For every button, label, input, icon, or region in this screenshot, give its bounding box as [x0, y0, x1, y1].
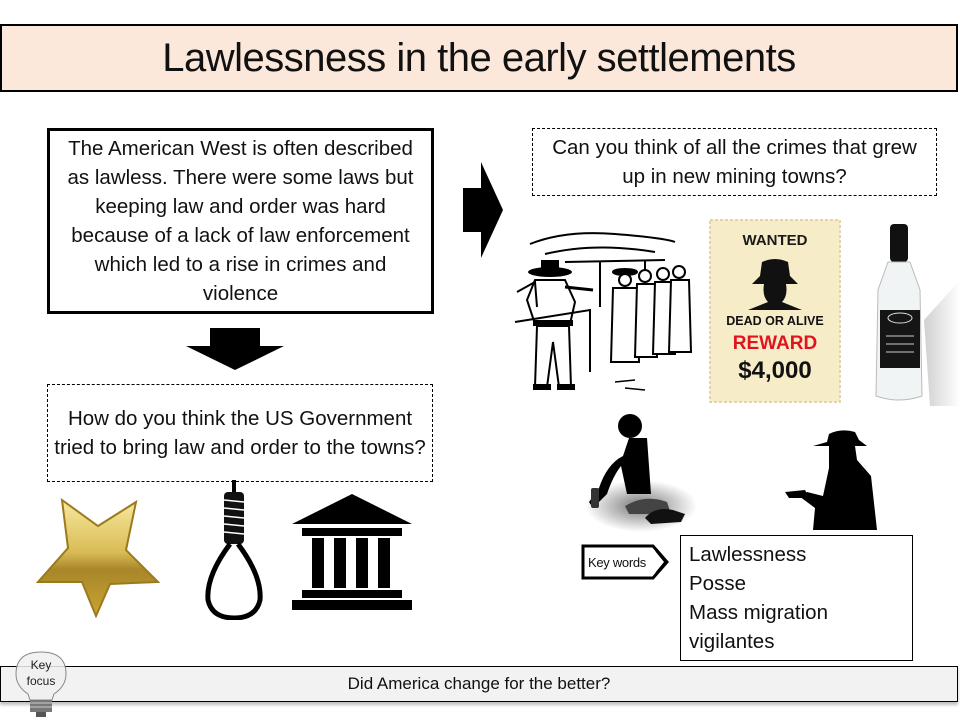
keyword-item: Posse [689, 572, 746, 595]
intro-text: The American West is often described as … [67, 137, 414, 305]
courthouse-icon [292, 494, 412, 610]
key-focus-bar: Did America change for the better? [0, 666, 958, 702]
government-question-text: How do you think the US Government tried… [54, 407, 426, 459]
down-arrow-icon [186, 328, 284, 370]
key-focus-question: Did America change for the better? [347, 674, 611, 693]
keywords-list: Lawlessness Posse Mass migration vigilan… [680, 535, 913, 661]
sheriff-star-icon [36, 497, 161, 618]
key-focus-bulb: Key focus [8, 650, 74, 718]
keywords-tag-shape-icon [581, 544, 669, 580]
whiskey-bottle-image [875, 224, 960, 406]
title-banner: Lawlessness in the early settlements [0, 24, 958, 92]
bulb-label-focus: focus [26, 674, 56, 688]
saloon-sketch-image [514, 232, 693, 391]
noose-icon [205, 480, 263, 620]
intro-text-box: The American West is often described as … [47, 128, 434, 314]
right-arrow-icon [463, 162, 503, 258]
crimes-question-box: Can you think of all the crimes that gre… [532, 128, 937, 196]
crimes-question-text: Can you think of all the crimes that gre… [552, 136, 917, 188]
keyword-item: Mass migration [689, 601, 828, 624]
slide-title: Lawlessness in the early settlements [162, 35, 796, 80]
keyword-item: Lawlessness [689, 543, 807, 566]
keyword-item: vigilantes [689, 630, 775, 653]
keywords-tag-label: Key words [588, 554, 646, 570]
poster-reward-label: REWARD [733, 333, 817, 354]
poster-subheading: DEAD OR ALIVE [726, 314, 823, 328]
keywords-tag: Key words [581, 543, 671, 581]
lightbulb-icon [15, 651, 67, 717]
sitting-figure-image [585, 414, 697, 532]
wanted-poster-image: WANTED DEAD OR ALIVE REWARD $4,000 [709, 219, 841, 403]
gunman-image [785, 430, 877, 530]
bulb-label-key: Key [30, 658, 52, 672]
poster-heading: WANTED [743, 232, 808, 249]
poster-reward-amount: $4,000 [738, 357, 811, 384]
government-question-box: How do you think the US Government tried… [47, 384, 433, 482]
